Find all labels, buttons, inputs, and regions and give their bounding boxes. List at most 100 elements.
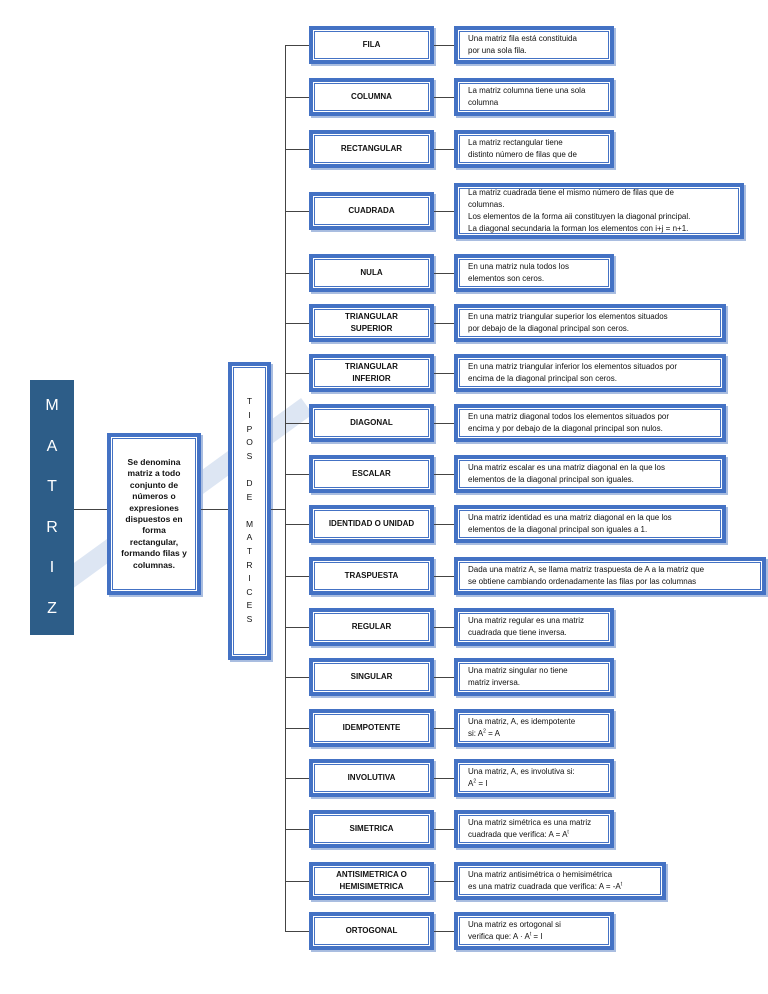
tipos-letter: E xyxy=(246,491,253,502)
type-box: SIMETRICA xyxy=(309,810,434,848)
bracket-branch xyxy=(285,576,309,577)
tipos-letter: C xyxy=(246,586,253,597)
type-box: ESCALAR xyxy=(309,455,434,493)
description-main: Una matriz, A, es idempotente si: A xyxy=(468,717,576,738)
tipos-letter: M xyxy=(245,518,254,529)
type-description-box: Una matriz antisimétrica o hemisimétrica… xyxy=(454,862,666,900)
type-description-box: En una matriz triangular superior los el… xyxy=(454,304,726,342)
bracket-branch xyxy=(285,931,309,932)
type-box: IDEMPOTENTE xyxy=(309,709,434,747)
description-main: La matriz columna tiene una sola columna xyxy=(468,86,586,107)
type-description-box: La matriz cuadrada tiene el mismo número… xyxy=(454,183,744,239)
description-main: Una matriz antisimétrica o hemisimétrica… xyxy=(468,870,621,891)
connector-type-description xyxy=(434,728,454,729)
type-box: TRIANGULAR SUPERIOR xyxy=(309,304,434,342)
type-description-text: En una matriz triangular superior los el… xyxy=(468,311,668,335)
root-letter: Z xyxy=(47,599,57,617)
description-superscript: 2 xyxy=(483,728,486,735)
type-box: SINGULAR xyxy=(309,658,434,696)
type-description-text: La matriz columna tiene una sola columna xyxy=(468,85,585,109)
type-description-text: En una matriz diagonal todos los element… xyxy=(468,411,669,435)
type-description-box: Una matriz regular es una matriz cuadrad… xyxy=(454,608,614,646)
type-description-text: En una matriz nula todos los elementos s… xyxy=(468,261,569,285)
bracket-branch xyxy=(285,829,309,830)
bracket-branch xyxy=(285,778,309,779)
description-main: Una matriz escalar es una matriz diagona… xyxy=(468,463,665,484)
type-box: CUADRADA xyxy=(309,192,434,230)
connector-tipos-bracket xyxy=(271,509,285,510)
type-box: COLUMNA xyxy=(309,78,434,116)
bracket-branch xyxy=(285,524,309,525)
type-description-box: En una matriz nula todos los elementos s… xyxy=(454,254,614,292)
type-description-box: Una matriz simétrica es una matriz cuadr… xyxy=(454,810,614,848)
connector-root-definition xyxy=(74,509,107,510)
tipos-letter: I xyxy=(248,410,251,421)
bracket-branch xyxy=(285,373,309,374)
type-box: DIAGONAL xyxy=(309,404,434,442)
root-letter: R xyxy=(46,518,58,536)
bracket-branch xyxy=(285,627,309,628)
tipos-letter: T xyxy=(246,396,253,407)
connector-type-description xyxy=(434,524,454,525)
root-letter: T xyxy=(47,478,57,496)
connector-type-description xyxy=(434,97,454,98)
type-box: ORTOGONAL xyxy=(309,912,434,950)
description-tail: = I xyxy=(476,779,488,788)
description-main: En una matriz diagonal todos los element… xyxy=(468,412,670,433)
type-description-text: Dada una matriz A, se llama matriz trasp… xyxy=(468,564,704,588)
description-main: Una matriz fila está constituida por una… xyxy=(468,34,577,55)
tipos-letter xyxy=(248,463,250,477)
bracket-branch xyxy=(285,677,309,678)
type-description-box: Una matriz singular no tiene matriz inve… xyxy=(454,658,614,696)
tipos-letter: A xyxy=(246,532,253,543)
type-box: RECTANGULAR xyxy=(309,130,434,168)
description-superscript: t xyxy=(529,931,532,938)
bracket-branch xyxy=(285,323,309,324)
type-box: INVOLUTIVA xyxy=(309,759,434,797)
type-box: TRASPUESTA xyxy=(309,557,434,595)
type-box: NULA xyxy=(309,254,434,292)
type-description-text: La matriz cuadrada tiene el mismo número… xyxy=(468,187,690,235)
type-description-box: Dada una matriz A, se llama matriz trasp… xyxy=(454,557,766,595)
connector-type-description xyxy=(434,373,454,374)
connector-type-description xyxy=(434,677,454,678)
connector-type-description xyxy=(434,931,454,932)
bracket-branch xyxy=(285,45,309,46)
connector-type-description xyxy=(434,576,454,577)
type-box: ANTISIMETRICA O HEMISIMETRICA xyxy=(309,862,434,900)
connector-type-description xyxy=(434,323,454,324)
description-main: Una matriz regular es una matriz cuadrad… xyxy=(468,616,585,637)
type-description-box: Una matriz identidad es una matriz diago… xyxy=(454,505,726,543)
description-main: Dada una matriz A, se llama matriz trasp… xyxy=(468,565,705,586)
tipos-letter: D xyxy=(246,478,253,489)
description-main: Una matriz identidad es una matriz diago… xyxy=(468,513,672,534)
tipos-letter: S xyxy=(246,613,253,624)
tipos-letter xyxy=(248,504,250,518)
type-description-box: Una matriz es ortogonal si verifica que:… xyxy=(454,912,614,950)
type-box: FILA xyxy=(309,26,434,64)
type-box: IDENTIDAD O UNIDAD xyxy=(309,505,434,543)
description-superscript: t xyxy=(567,829,569,836)
description-main: En una matriz triangular inferior los el… xyxy=(468,362,677,383)
root-letter: A xyxy=(46,437,58,455)
type-description-text: Una matriz es ortogonal si verifica que:… xyxy=(468,919,561,943)
connector-type-description xyxy=(434,829,454,830)
description-tail: = A xyxy=(485,729,500,738)
type-description-text: Una matriz identidad es una matriz diago… xyxy=(468,512,672,536)
tipos-letter: O xyxy=(246,437,253,448)
connector-type-description xyxy=(434,45,454,46)
bracket-branch xyxy=(285,881,309,882)
type-description-text: Una matriz escalar es una matriz diagona… xyxy=(468,462,665,486)
tipos-letter: T xyxy=(246,545,253,556)
type-description-text: Una matriz fila está constituida por una… xyxy=(468,33,577,57)
description-main: Una matriz singular no tiene matriz inve… xyxy=(468,666,568,687)
type-description-text: La matriz rectangular tiene distinto núm… xyxy=(468,137,577,161)
description-main: Una matriz, A, es involutiva si: A xyxy=(468,767,575,788)
type-description-box: Una matriz, A, es involutiva si: A2 = I xyxy=(454,759,614,797)
tipos-letter: E xyxy=(246,600,253,611)
description-main: En una matriz nula todos los elementos s… xyxy=(468,262,569,283)
type-description-text: Una matriz singular no tiene matriz inve… xyxy=(468,665,568,689)
bracket-branch xyxy=(285,474,309,475)
